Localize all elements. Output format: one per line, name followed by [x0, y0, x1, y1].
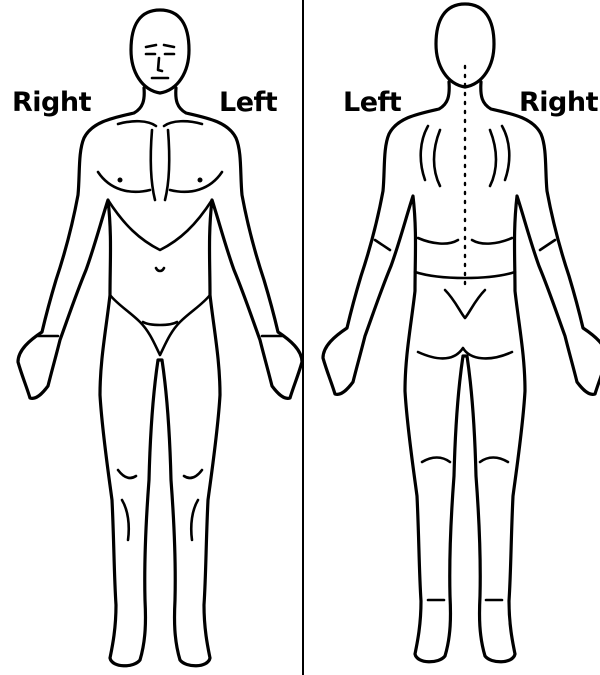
front-label-right: Right: [12, 87, 92, 118]
back-label-right: Right: [519, 87, 599, 118]
back-view: Left Right: [323, 4, 600, 662]
front-view: Right Left: [12, 10, 302, 666]
back-label-left: Left: [343, 87, 402, 118]
front-label-left: Left: [219, 87, 278, 118]
